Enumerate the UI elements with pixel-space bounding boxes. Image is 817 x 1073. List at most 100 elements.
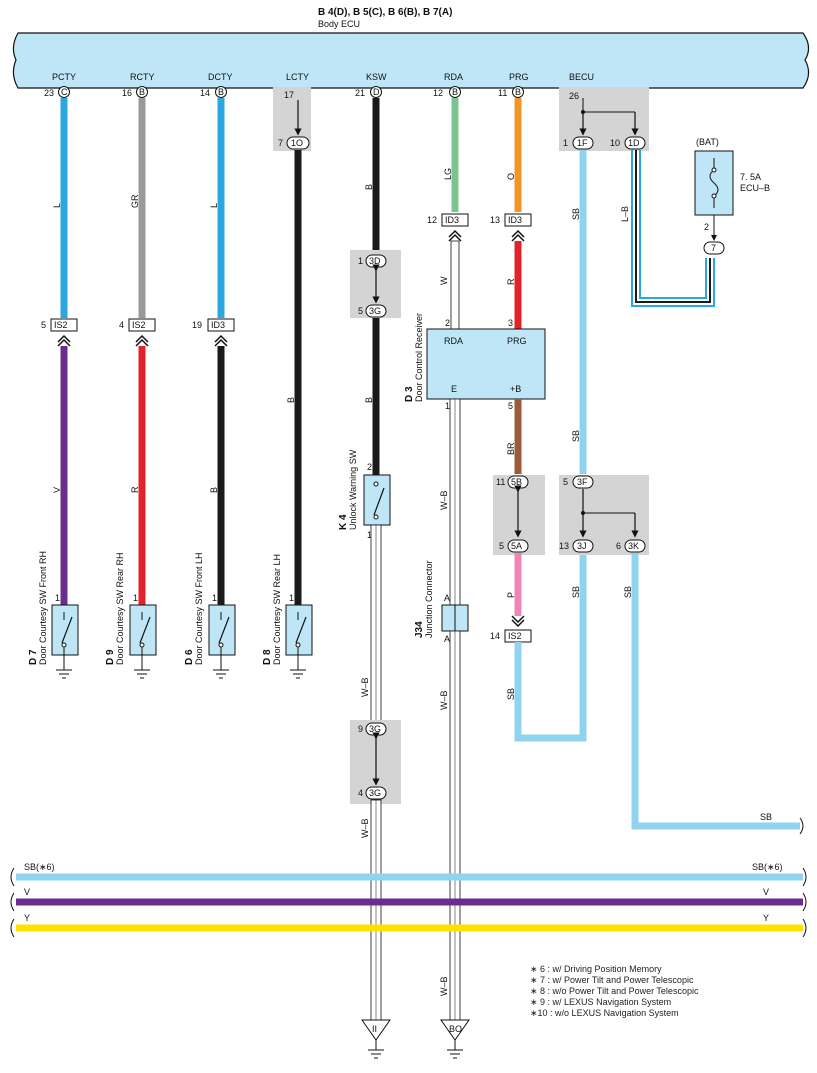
- svg-text:Y: Y: [24, 913, 30, 923]
- pin-num: 3: [508, 318, 513, 328]
- conn-tag: ID3: [211, 320, 225, 330]
- ecu-conn-letter: B: [452, 87, 458, 97]
- pin-num: 10: [610, 138, 620, 148]
- svg-text:V: V: [24, 887, 30, 897]
- ecu-pin-rcty: RCTY: [130, 72, 155, 82]
- conn-tag: IS2: [508, 631, 522, 641]
- conn-tag: 1F: [577, 138, 588, 148]
- pin-num: 11: [496, 477, 505, 487]
- d7-code: D 7: [28, 649, 39, 665]
- ecu-conn-letter: B: [515, 87, 521, 97]
- conn-tag: 3G: [369, 724, 381, 734]
- ecu-conn-letter: B: [218, 87, 224, 97]
- conn-tag: 3G: [369, 306, 381, 316]
- conn-tag: IS2: [54, 320, 68, 330]
- pin-num: 2: [367, 462, 372, 472]
- pin-num: 9: [358, 724, 363, 734]
- pin-num: 1: [289, 593, 294, 603]
- pin-num: A: [444, 634, 450, 644]
- wire-label: B: [286, 397, 296, 403]
- wire-label: B: [364, 184, 374, 190]
- d3-pin-e: E: [451, 384, 457, 394]
- conn-tag: 3D: [369, 256, 381, 266]
- note-6: ∗ 6 : w/ Driving Position Memory: [530, 964, 662, 974]
- bus-y: Y Y: [10, 913, 807, 938]
- wire-label: L: [209, 203, 219, 208]
- d9-code: D 9: [105, 649, 116, 665]
- d3-receiver: [426, 328, 546, 400]
- wire-label: SB: [760, 812, 772, 822]
- wire-label: SB: [571, 586, 581, 598]
- note-9: ∗ 9 : w/ LEXUS Navigation System: [530, 997, 671, 1007]
- k4-name: Unlock Warning SW: [348, 449, 358, 530]
- ecu-pin-num: 14: [200, 88, 210, 98]
- d3-pin-rda: RDA: [444, 336, 463, 346]
- wire-label: W–B: [439, 690, 449, 710]
- k4-code: K 4: [338, 514, 349, 530]
- pin-num: 1: [358, 256, 363, 266]
- ecu-conn-letter: C: [61, 87, 68, 97]
- ground-bo-label: BO: [449, 1024, 462, 1034]
- body-ecu-bar: [12, 32, 810, 89]
- wire-label: P: [506, 592, 516, 598]
- wire-label: R: [130, 486, 140, 493]
- wire-label: O: [506, 173, 516, 180]
- d9-name: Door Courtesy SW Rear RH: [115, 552, 125, 665]
- pin-num: 5: [563, 477, 568, 487]
- j34-code: J34: [414, 621, 425, 638]
- wire-label: GR: [130, 194, 140, 208]
- conn-tag: 5A: [511, 541, 522, 551]
- bus-sb: SB(∗6) SB(∗6): [10, 862, 807, 887]
- conn-tag: 1D: [628, 138, 640, 148]
- note-10: ∗10 : w/o LEXUS Navigation System: [530, 1008, 679, 1018]
- ecu-pin-num: 17: [284, 90, 294, 100]
- svg-text:Y: Y: [763, 913, 769, 923]
- svg-text:V: V: [763, 887, 769, 897]
- d3-pin-prg: PRG: [507, 336, 527, 346]
- svg-text:SB(∗6): SB(∗6): [752, 862, 783, 872]
- ecu-pin-num: 11: [498, 88, 507, 98]
- d8-switch: [285, 604, 313, 656]
- fuse-name: ECU–B: [740, 183, 770, 193]
- fuse-rating: 7. 5A: [740, 172, 761, 182]
- wire-label: SB: [571, 208, 581, 220]
- wire-label: B: [209, 487, 219, 493]
- pin-num: 1: [367, 530, 372, 540]
- d6-name: Door Courtesy SW Front LH: [194, 552, 204, 665]
- ground-bo: [440, 1019, 470, 1041]
- conn-tag: 3K: [628, 541, 639, 551]
- ecu-connectors-label: B 4(D), B 5(C), B 6(B), B 7(A): [318, 7, 452, 18]
- d9-switch: [129, 604, 157, 656]
- ecu-pin-prg: PRG: [509, 72, 529, 82]
- ecu-pin-num: 23: [44, 88, 54, 98]
- conn-tag: 5B: [511, 477, 522, 487]
- pin-num: 1: [563, 138, 568, 148]
- wire-label: SB: [571, 430, 581, 442]
- d8-code: D 8: [262, 649, 273, 665]
- note-8: ∗ 8 : w/o Power Tilt and Power Telescopi…: [530, 986, 699, 996]
- conn-tag: IS2: [132, 320, 146, 330]
- wire-label: SB: [623, 586, 633, 598]
- pin-num: 2: [704, 222, 709, 232]
- ecu-pin-pcty: PCTY: [52, 72, 76, 82]
- ecu-conn-letter: D: [373, 87, 380, 97]
- wire-label: V: [52, 487, 62, 493]
- d6-code: D 6: [184, 649, 195, 665]
- ecu-pin-num: 26: [569, 91, 579, 101]
- ecu-pin-dcty: DCTY: [208, 72, 233, 82]
- d8-name: Door Courtesy SW Rear LH: [272, 554, 282, 665]
- pin-num: 1: [55, 593, 60, 603]
- wire-label: LG: [443, 168, 453, 180]
- wire-label: BR: [506, 442, 516, 455]
- d3-code: D 3: [404, 386, 415, 402]
- wire-label: L: [52, 203, 62, 208]
- ecu-pin-num: 16: [122, 88, 132, 98]
- pin-num: 4: [358, 788, 363, 798]
- wire-label: R: [506, 278, 516, 285]
- ecu-pin-lcty: LCTY: [286, 72, 309, 82]
- j34-name: Junction Connector: [424, 560, 434, 638]
- conn-tag: ID3: [445, 215, 459, 225]
- ground-ii: [361, 1019, 391, 1041]
- pin-num: 5: [499, 541, 504, 551]
